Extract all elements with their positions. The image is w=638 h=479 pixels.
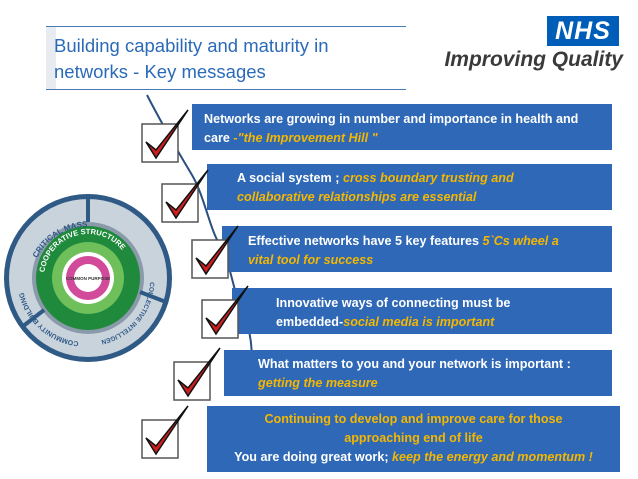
message-4-highlight: social media is important (343, 315, 495, 329)
message-3-text: Effective networks have 5 key features (248, 234, 483, 248)
message-2-text: A social system ; (237, 171, 343, 185)
message-6-line-2-highlight: keep the energy and momentum ! (392, 450, 593, 464)
message-box-6: Continuing to develop and improve care f… (207, 406, 620, 472)
message-6-line-2: You are doing great work; keep the energ… (217, 448, 610, 467)
title-line-1: Building capability and maturity in (54, 35, 329, 56)
title-line-2: networks - Key messages (54, 61, 266, 82)
message-1-text: Networks are growing in number and impor… (204, 112, 579, 145)
wheel-hub-text: COMMON PURPOSE (66, 276, 110, 281)
checkmark-icon (160, 168, 212, 226)
checkmark-icon (200, 284, 252, 342)
message-5-highlight: getting the measure (258, 376, 378, 390)
checkmark-icon (172, 346, 224, 404)
message-2-highlight: cross boundary trusting and collaborativ… (237, 171, 514, 204)
message-box-5: What matters to you and your network is … (224, 350, 612, 396)
message-5-text: What matters to you and your network is … (258, 357, 571, 371)
checkmark-icon (140, 404, 192, 462)
page-title: Building capability and maturity in netw… (54, 33, 399, 85)
checkmark-icon (140, 108, 192, 166)
message-box-3: Effective networks have 5 key features 5… (222, 226, 612, 272)
message-1-highlight: -"the Improvement Hill " (233, 131, 378, 145)
message-box-4: Innovative ways of connecting must be em… (232, 288, 612, 334)
message-3-highlight: 5`Cs wheel a vital tool for success (248, 234, 559, 267)
message-box-2: A social system ; cross boundary trustin… (207, 164, 612, 210)
improving-quality-logo-text: Improving Quality (444, 48, 623, 71)
message-box-1: Networks are growing in number and impor… (192, 104, 612, 150)
checkmark-icon (190, 224, 242, 282)
message-6-line-2-text: You are doing great work; (234, 450, 393, 464)
message-4-text: Innovative ways of connecting must be em… (276, 296, 511, 329)
nhs-logo: NHS (547, 16, 619, 46)
five-cs-wheel-icon: COOPERATIVE STRUCTURE CRITICAL MASS COLL… (2, 192, 172, 362)
title-box: Building capability and maturity in netw… (46, 26, 406, 90)
message-6-line-1: Continuing to develop and improve care f… (264, 412, 563, 445)
